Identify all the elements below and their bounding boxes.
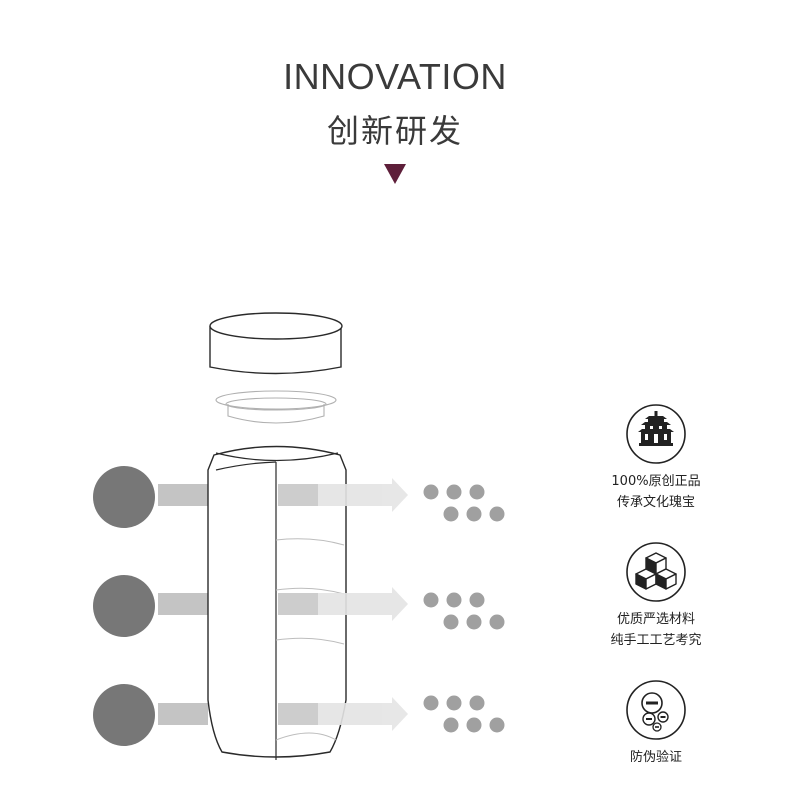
lid xyxy=(209,312,343,375)
temple-icon xyxy=(625,403,687,465)
cubes-icon xyxy=(625,541,687,603)
feature-line: 防伪验证 xyxy=(629,750,682,765)
seal-ring xyxy=(215,390,337,424)
feature-original: 100%原创正品 传承文化瑰宝 xyxy=(591,403,721,513)
feature-verification: 防伪验证 xyxy=(591,679,721,768)
filter-layers xyxy=(275,538,345,741)
down-arrow-icon xyxy=(384,164,406,184)
flow-arrows xyxy=(278,478,408,731)
feature-text: 优质严选材料 纯手工工艺考究 xyxy=(591,609,721,651)
feature-line: 优质严选材料 xyxy=(616,612,695,627)
cup-body xyxy=(207,445,347,758)
left-flow-bars xyxy=(158,484,208,725)
anti-counterfeit-icon xyxy=(625,679,687,741)
feature-line: 传承文化瑰宝 xyxy=(616,495,695,510)
feature-text: 防伪验证 xyxy=(591,747,721,768)
filtered-dots xyxy=(423,484,505,733)
impurity-circles xyxy=(93,466,155,746)
page-title: INNOVATION xyxy=(283,56,507,97)
feature-material: 优质严选材料 纯手工工艺考究 xyxy=(591,541,721,651)
cup-rim xyxy=(215,452,339,462)
feature-text: 100%原创正品 传承文化瑰宝 xyxy=(591,471,721,513)
page-subtitle: 创新研发 xyxy=(326,112,463,150)
feature-line: 纯手工工艺考究 xyxy=(610,633,702,648)
feature-line: 100%原创正品 xyxy=(611,474,701,489)
filter-cut xyxy=(215,461,277,760)
